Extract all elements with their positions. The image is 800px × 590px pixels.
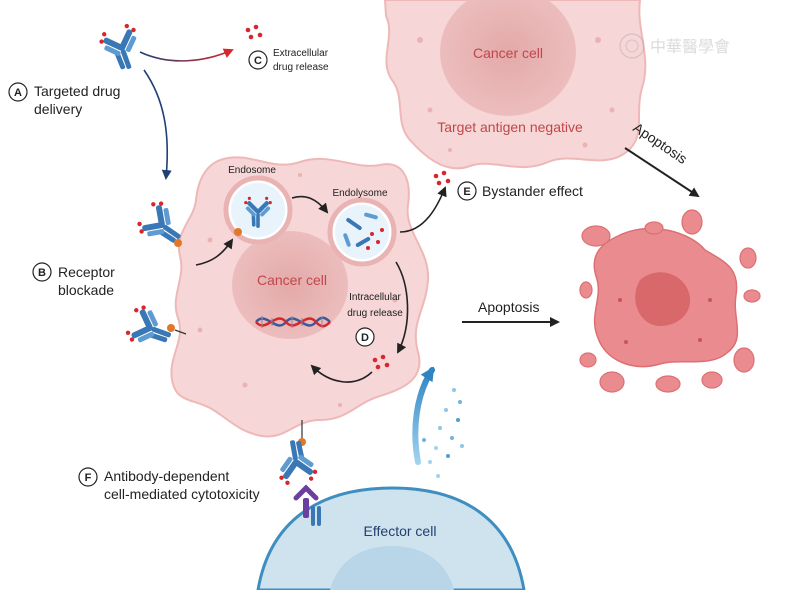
- top-cancer-cell: Cancer cell Target antigen negative: [383, 0, 647, 170]
- targeted-delivery-label-line1: Targeted drug: [34, 83, 120, 99]
- adc-antibody-top-icon: [96, 21, 148, 76]
- adcc-label-line2: cell-mediated cytotoxicity: [104, 486, 260, 502]
- bystander-drugs-icon: [433, 170, 451, 186]
- svg-text:F: F: [85, 472, 92, 484]
- adcc-antibody-icon: [273, 420, 319, 487]
- receptor-blockade-label-line2: blockade: [58, 282, 114, 298]
- target-antigen-negative-label: Target antigen negative: [437, 119, 583, 135]
- arrow-endosome-to-endolysosome: [291, 195, 329, 214]
- arrow-effector-to-cancer: [412, 366, 435, 465]
- effector-cell-membrane: [256, 486, 526, 590]
- arrow-endolysosome-to-release: [395, 261, 409, 354]
- endosome-label: Endosome: [228, 165, 276, 176]
- svg-text:C: C: [254, 55, 262, 67]
- apoptosis-main-label: Apoptosis: [478, 299, 539, 315]
- main-cancer-cell-label: Cancer cell: [257, 272, 327, 288]
- arrow-to-endosome: [195, 238, 234, 266]
- top-cancer-cell-label: Cancer cell: [473, 45, 543, 61]
- arrow-bystander: [399, 186, 447, 233]
- svg-text:B: B: [38, 267, 46, 279]
- badge-c: C: [248, 50, 268, 70]
- intracellular-release-label-line2: drug release: [347, 308, 403, 319]
- adcc-label-line1: Antibody-dependent: [104, 468, 229, 484]
- badge-b: B: [32, 262, 52, 282]
- arrow-targeted-delivery: [143, 69, 172, 180]
- effector-cell: Effector cell: [256, 486, 526, 590]
- dna-helix-icon: [255, 316, 331, 328]
- watermark-text: 中華醫學會: [650, 38, 730, 56]
- badge-d: D: [355, 327, 375, 347]
- badge-a: A: [8, 82, 28, 102]
- arrow-extracellular-release: [139, 48, 234, 62]
- endolysosome-label: Endolysome: [332, 188, 387, 199]
- svg-text:E: E: [463, 186, 470, 198]
- svg-text:A: A: [14, 87, 22, 99]
- adc-antibody-bound-icon: [133, 197, 192, 254]
- extracellular-drugs-icon: [245, 24, 263, 40]
- cytokine-release-dots: [422, 388, 464, 478]
- effector-cell-nucleus: [330, 546, 454, 590]
- blocking-antibody-icon: [123, 302, 187, 354]
- extracellular-release-label-line2: drug release: [273, 62, 329, 73]
- apoptotic-cell: [579, 209, 761, 393]
- main-cancer-cell: Cancer cell Endosome: [170, 156, 430, 438]
- antigen-marker-icon: [234, 228, 242, 236]
- watermark-logo: 中華醫學會: [619, 33, 730, 59]
- badge-e: E: [457, 181, 477, 201]
- extracellular-release-label-line1: Extracellular: [273, 48, 329, 59]
- targeted-delivery-label-line2: delivery: [34, 101, 82, 117]
- arrow-apoptosis-diagonal: [624, 147, 700, 198]
- intracellular-release-label-line1: Intracellular: [349, 292, 401, 303]
- receptor-blockade-label-line1: Receptor: [58, 264, 115, 280]
- main-cancer-cell-nucleus: [232, 231, 348, 339]
- apoptosis-diagonal-label: Apoptosis: [630, 119, 690, 167]
- fc-receptor-icon: [293, 484, 321, 526]
- svg-text:D: D: [361, 332, 369, 344]
- effector-cell-label: Effector cell: [364, 523, 437, 539]
- badge-f: F: [78, 467, 98, 487]
- endosome-vesicle: Endosome: [223, 165, 293, 245]
- endolysosome-vesicle: Endolysome: [327, 188, 397, 267]
- top-cancer-cell-nucleus: [440, 0, 576, 116]
- arrow-release-to-dna: [310, 364, 373, 383]
- bystander-effect-label: Bystander effect: [482, 183, 583, 199]
